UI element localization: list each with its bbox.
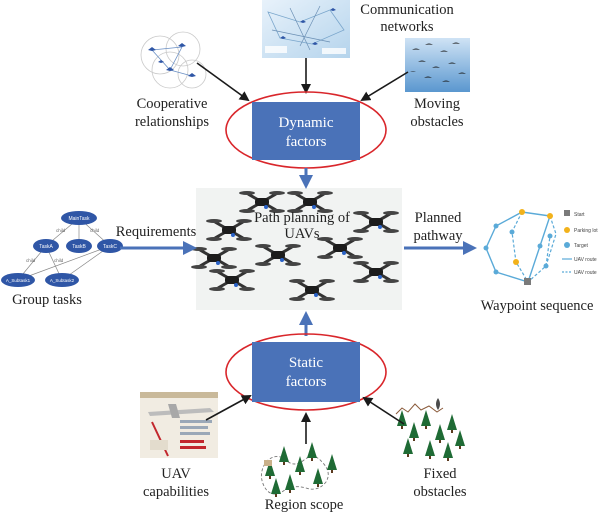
svg-text:TaskA: TaskA <box>39 244 53 250</box>
center-title-line2: UAVs <box>284 226 320 242</box>
moving-obstacles-illustration <box>405 38 470 92</box>
waypoint-sequence-map <box>483 209 557 285</box>
cooperative-label-line2: relationships <box>135 114 209 130</box>
moving-obstacles-label-line1: Moving <box>414 96 460 112</box>
group-tasks-caption: Group tasks <box>12 292 82 308</box>
static-factors-box <box>252 342 360 402</box>
communication-networks-illustration <box>262 0 350 58</box>
static-factors-label-line1: Static <box>289 355 324 371</box>
static-factors-label-line2: factors <box>286 374 327 390</box>
fixed-obstacles-illustration <box>395 398 465 461</box>
legend-start: Start <box>574 212 585 218</box>
legend-uav-route: UAV route <box>574 257 597 263</box>
tree-node: A_Subtask1 <box>1 273 35 287</box>
arrow-cooperative-to-dynamic <box>196 62 250 102</box>
legend-parking-lot: Parking lot <box>574 228 598 234</box>
arrow-uav-capabilities-to-static <box>205 395 252 421</box>
legend-target: Target <box>574 243 589 249</box>
static-factors-ellipse <box>225 333 387 411</box>
dynamic-factors-box <box>252 102 360 160</box>
moving-obstacles-label-line2: obstacles <box>410 114 464 130</box>
tree-node: MainTask <box>61 211 97 225</box>
dynamic-factors-label-line2: factors <box>286 134 327 150</box>
uav-capabilities-label-line1: UAV <box>161 466 191 482</box>
region-scope-illustration <box>261 442 337 497</box>
center-drone-panel: Path planning of UAVs <box>189 188 402 310</box>
requirements-label: Requirements <box>116 224 197 240</box>
svg-text:TaskB: TaskB <box>72 244 86 250</box>
tree-node: TaskC <box>97 239 123 253</box>
region-scope-label: Region scope <box>265 497 344 513</box>
tree-edge-label: child <box>90 228 100 233</box>
waypoint-sequence-caption: Waypoint sequence <box>481 298 594 314</box>
uav-capabilities-label-line2: capabilities <box>143 484 209 500</box>
tree-edge-label: child <box>26 258 36 263</box>
svg-text:TaskC: TaskC <box>103 244 117 250</box>
communication-label-line2: networks <box>380 19 434 35</box>
planned-pathway-label-line2: pathway <box>413 228 463 244</box>
tree-node: TaskB <box>66 239 92 253</box>
uav-capabilities-illustration <box>140 392 218 458</box>
svg-text:MainTask: MainTask <box>68 216 90 222</box>
arrow-fixed-obstacles-to-static <box>362 396 405 425</box>
dynamic-factors-label-line1: Dynamic <box>279 115 334 131</box>
legend-uav-route-dashed: UAV route <box>574 270 597 276</box>
cooperative-label-line1: Cooperative <box>137 96 208 112</box>
svg-text:A_Subtask2: A_Subtask2 <box>50 278 75 283</box>
communication-label-line1: Communication <box>360 2 454 18</box>
arrow-moving-to-dynamic <box>360 71 409 102</box>
tree-node: A_Subtask2 <box>45 273 79 287</box>
center-title-line1: Path planning of <box>254 210 350 226</box>
tree-edge-label: child <box>56 228 66 233</box>
svg-text:A_Subtask1: A_Subtask1 <box>6 278 31 283</box>
tree-node: TaskA <box>33 239 59 253</box>
group-tasks-tree: MainTask TaskA TaskB TaskC A_Subtask1 A_… <box>1 211 123 287</box>
tree-edge-label: child <box>54 258 64 263</box>
planned-pathway-label-line1: Planned <box>415 210 462 226</box>
cooperative-relationships-illustration <box>140 31 207 89</box>
waypoint-legend: Start Parking lot Target UAV route UAV r… <box>562 210 598 276</box>
fixed-obstacles-label-line2: obstacles <box>413 484 467 500</box>
fixed-obstacles-label-line1: Fixed <box>423 466 457 482</box>
